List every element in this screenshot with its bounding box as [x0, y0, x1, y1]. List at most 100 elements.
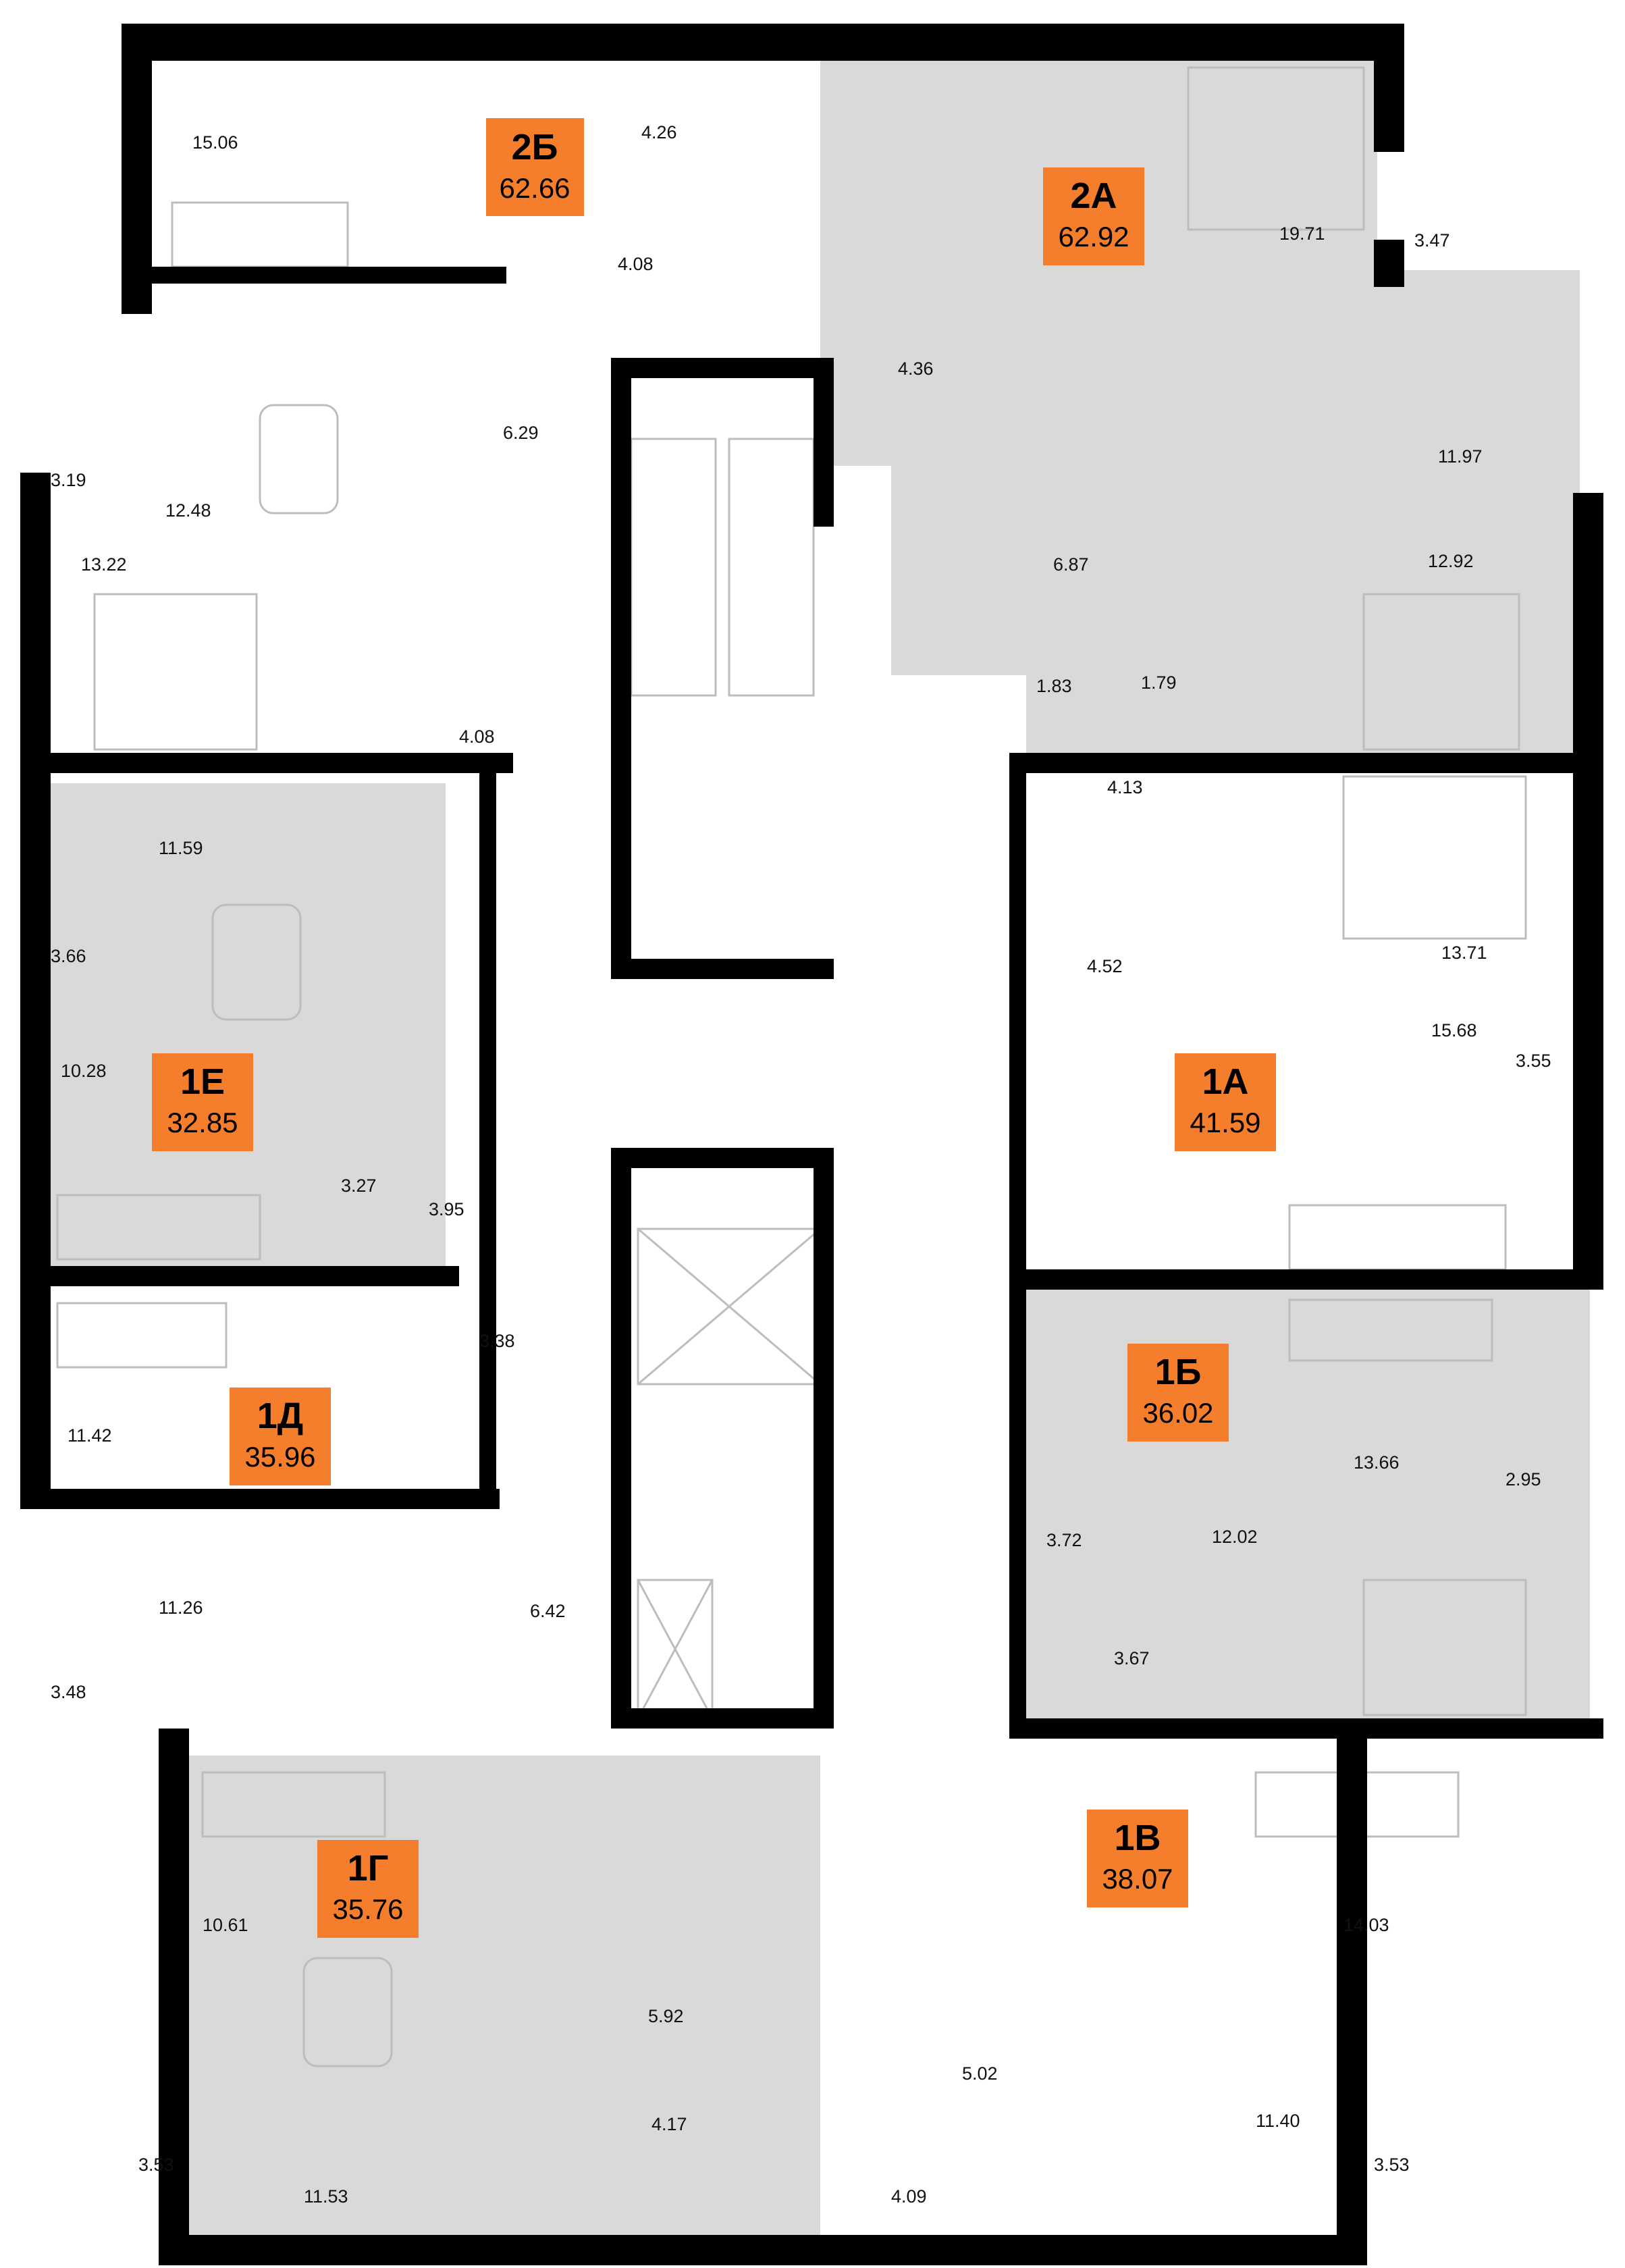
table-1g [302, 1957, 393, 2067]
apartment-badge-1d-box [230, 1388, 331, 1485]
room-label: 11.42 [68, 1425, 112, 1446]
bed-1a [1342, 775, 1527, 940]
elevator-core-top [611, 1148, 834, 1168]
sofa-1e [56, 1194, 261, 1261]
apartment-badges: 2Б 62.66 2А 62.92 1Е 32.85 1А 41.59 1Б 3… [152, 118, 1276, 1938]
table-2b [259, 404, 339, 515]
apartment-badge-1b-box [1127, 1344, 1229, 1442]
sofa-2b [171, 201, 349, 268]
apartment-area-1g [162, 1756, 820, 2252]
sofa-1g [201, 1771, 386, 1838]
room-label: 6.42 [530, 1601, 566, 1621]
apartment-badge-2a: 2А 62.92 [1043, 167, 1144, 265]
apartment-area-value-2b: 62.66 [499, 172, 570, 204]
room-label: 12.48 [165, 500, 211, 521]
room-label: 4.36 [898, 359, 934, 379]
room-label: 13.71 [1441, 943, 1487, 963]
apartment-area-1b [1026, 1290, 1590, 1729]
apartment-code-2a: 2А [1070, 176, 1117, 216]
elevator-core-left [611, 1148, 631, 1729]
apartment-badge-1v: 1В 38.07 [1087, 1810, 1188, 1907]
room-label: 19.71 [1279, 223, 1325, 244]
wall-left-ext [20, 473, 51, 756]
bed-left [93, 593, 258, 751]
room-label: 3.53 [138, 2155, 174, 2175]
room-label: 4.13 [1107, 777, 1143, 797]
apartment-badge-1g-box [317, 1840, 419, 1938]
stair-core-top [611, 358, 834, 378]
sofa-1b [1288, 1298, 1493, 1362]
apartment-code-1d: 1Д [257, 1396, 304, 1436]
apartment-code-2b: 2Б [512, 127, 558, 167]
room-label: 3.19 [51, 470, 86, 490]
walls [20, 24, 1603, 2265]
room-label: 5.92 [648, 2006, 684, 2026]
apartment-badge-1a: 1А 41.59 [1175, 1053, 1276, 1151]
sofa-1a [1288, 1204, 1507, 1271]
stair-core-right [814, 358, 834, 527]
wall-right-band-1 [1009, 753, 1603, 773]
bed-2a [1187, 66, 1365, 231]
wall-top-left [122, 24, 824, 61]
apartment-area-value-1b: 36.02 [1142, 1397, 1213, 1429]
wall-left-band-3 [20, 1266, 459, 1286]
room-label: 3.72 [1046, 1530, 1082, 1550]
room-label: 3.47 [1414, 230, 1450, 250]
room-label: 4.26 [641, 122, 677, 142]
room-label: 15.68 [1431, 1020, 1477, 1040]
room-label: 12.92 [1428, 551, 1474, 571]
room-label: 3.67 [1114, 1648, 1150, 1668]
apartment-badge-2b-box [486, 118, 584, 216]
elevator-core-bottom [611, 1708, 834, 1729]
apartment-badge-2b: 2Б 62.66 [486, 118, 584, 216]
sofa-1d [56, 1302, 228, 1369]
stair-core-left [611, 358, 631, 979]
room-label: 10.61 [203, 1915, 248, 1935]
room-label: 5.02 [962, 2063, 998, 2084]
room-label: 3.53 [1374, 2155, 1410, 2175]
wall-right-ext-1 [1573, 493, 1603, 1290]
room-label: 13.22 [81, 554, 127, 575]
apartment-area-value-2a: 62.92 [1058, 221, 1129, 253]
table-1e [211, 903, 302, 1021]
room-label: 6.29 [503, 423, 539, 443]
apartment-badge-1e-box [152, 1053, 253, 1151]
elevator-2-cross-b [637, 1579, 714, 1719]
room-label: 12.02 [1212, 1527, 1258, 1547]
apartment-area-1e [27, 783, 446, 1276]
room-label: 11.59 [159, 838, 203, 858]
bed-right [1362, 593, 1520, 751]
wall-bottom [159, 2235, 1367, 2265]
apartment-code-1v: 1В [1114, 1818, 1161, 1858]
room-label: 4.08 [459, 727, 495, 747]
room-label: 11.40 [1256, 2111, 1300, 2131]
bed-1b [1362, 1579, 1527, 1716]
apartment-area-value-1a: 41.59 [1190, 1107, 1260, 1138]
room-label: 15.06 [192, 132, 238, 153]
room-label: 4.17 [651, 2114, 687, 2134]
room-label: 11.53 [304, 2186, 348, 2207]
apartment-area-value-1v: 38.07 [1102, 1863, 1173, 1895]
stair-flight-a [630, 438, 717, 697]
room-label: 3.27 [341, 1176, 377, 1196]
room-label: 1.83 [1036, 676, 1072, 696]
room-label: 4.09 [891, 2186, 927, 2207]
apartment-badge-1e: 1Е 32.85 [152, 1053, 253, 1151]
room-label: 10.28 [61, 1061, 107, 1081]
wall-right-band-2 [1009, 1269, 1603, 1290]
apartment-area-2a [820, 54, 1580, 760]
room-label: 4.08 [618, 254, 654, 274]
room-label: 3.66 [51, 946, 86, 966]
room-label: 14.03 [1343, 1915, 1389, 1935]
apartment-area-value-1d: 35.96 [244, 1441, 315, 1473]
room-label: 1.79 [1141, 673, 1177, 693]
room-label: 3.48 [51, 1682, 86, 1702]
room-label: 4.52 [1087, 956, 1123, 976]
elevator-core-right [814, 1148, 834, 1729]
wall-right-band-3 [1009, 1718, 1603, 1739]
wall-left-band-1 [122, 267, 506, 284]
wall-right-lower [1337, 1735, 1367, 2262]
corridor-wall-right [1009, 773, 1026, 1718]
apartment-badge-1v-box [1087, 1810, 1188, 1907]
